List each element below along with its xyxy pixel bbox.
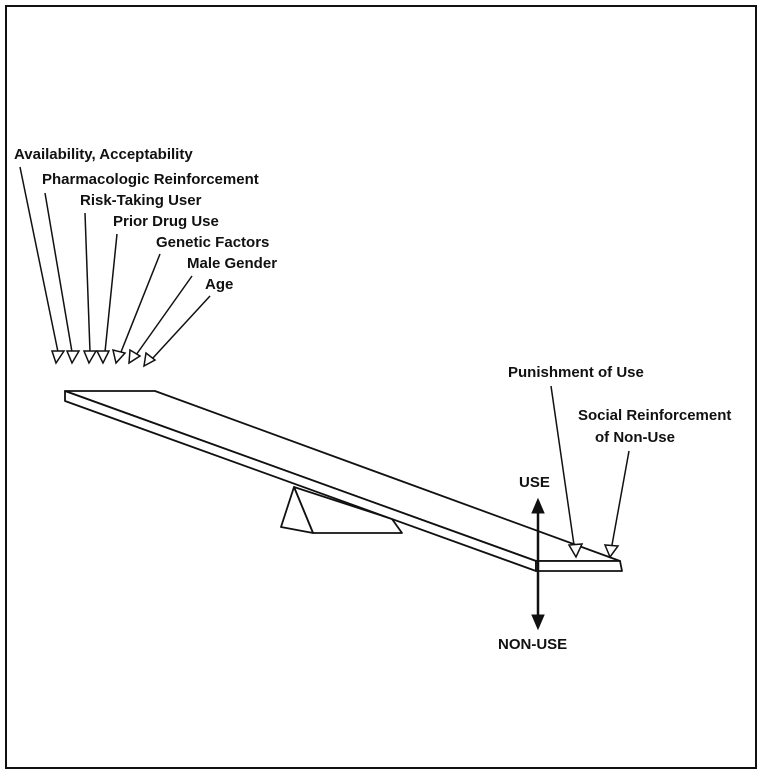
- arrowhead-genetic: [111, 348, 127, 365]
- non-use-label: NON-USE: [498, 636, 567, 653]
- arrowhead-social: [603, 544, 620, 559]
- nonuse-factor-arrows: [550, 385, 630, 559]
- factor-label-prior-drug-use: Prior Drug Use: [113, 213, 219, 230]
- arrowhead-risk-taking: [82, 350, 98, 365]
- diagram-frame: [5, 5, 757, 769]
- nonuse-factor-labels: Punishment of Use Social Reinforcement o…: [508, 364, 731, 446]
- use-nonuse-axis: USE NON-USE: [498, 474, 567, 653]
- use-label: USE: [519, 474, 550, 491]
- arrowhead-punishment: [567, 543, 584, 559]
- factor-label-age: Age: [205, 276, 233, 293]
- factor-label-availability: Availability, Acceptability: [14, 146, 193, 163]
- up-arrowhead: [531, 497, 545, 514]
- arrowhead-prior-drug-use: [95, 350, 111, 365]
- factor-label-pharmacologic: Pharmacologic Reinforcement: [42, 171, 259, 188]
- seesaw-plank: [64, 390, 623, 572]
- arrowhead-availability: [50, 350, 66, 365]
- factor-label-punishment: Punishment of Use: [508, 364, 644, 381]
- use-factor-labels: Availability, Acceptability Pharmacologi…: [14, 146, 277, 293]
- arrowhead-age: [143, 351, 157, 368]
- arrowhead-male-gender: [128, 348, 142, 365]
- down-arrowhead: [531, 614, 545, 631]
- factor-label-social-reinforcement: Social Reinforcement: [578, 407, 731, 424]
- factor-label-of-non-use: of Non-Use: [595, 429, 675, 446]
- arrowhead-pharmacologic: [65, 350, 81, 365]
- fulcrum: [280, 486, 403, 534]
- use-factor-arrows: [19, 166, 211, 368]
- factor-label-risk-taking: Risk-Taking User: [80, 192, 202, 209]
- factor-label-genetic: Genetic Factors: [156, 234, 269, 251]
- factor-label-male-gender: Male Gender: [187, 255, 277, 272]
